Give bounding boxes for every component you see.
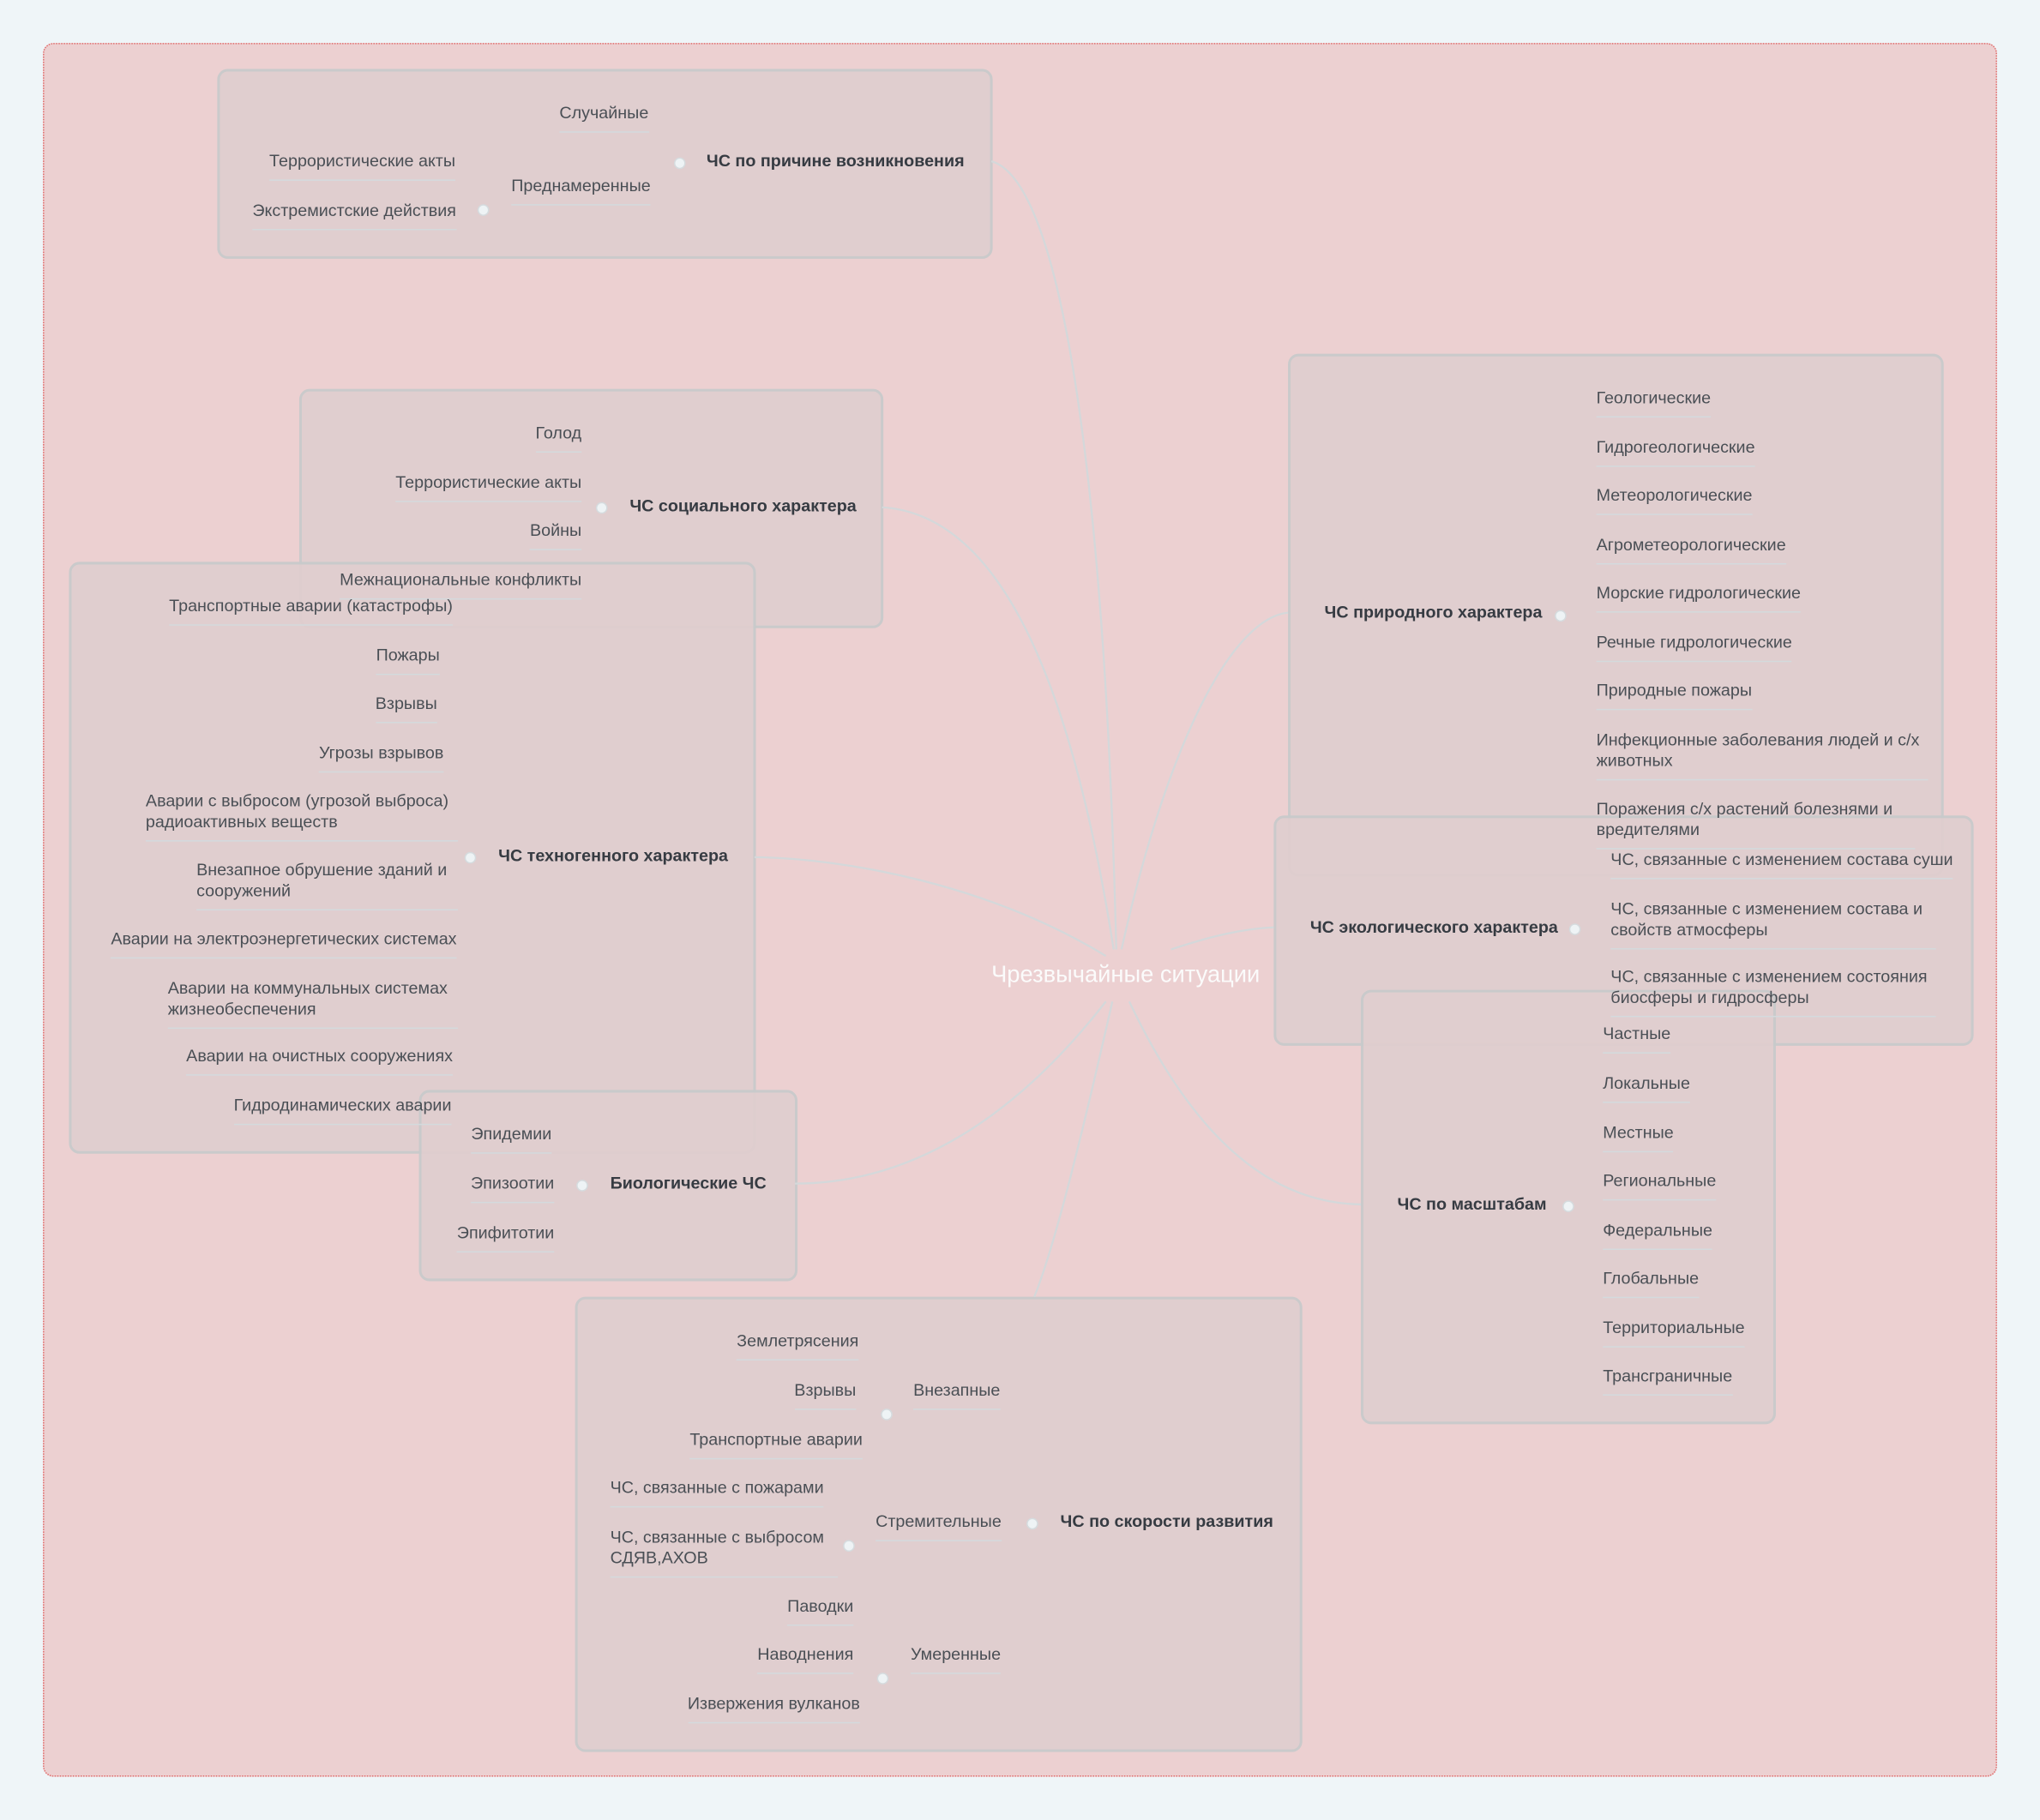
connector-eco (1170, 926, 1274, 951)
node-leaf[interactable]: Взрывы (794, 1380, 857, 1410)
connector-speed (1033, 1000, 1114, 1298)
node-leaf[interactable]: Эпизоотии (471, 1174, 555, 1204)
node-moderate[interactable]: Умеренные (911, 1644, 1002, 1674)
collapse-dot[interactable] (843, 1540, 855, 1553)
collapse-dot[interactable] (1026, 1517, 1038, 1530)
node-speed[interactable]: ЧС по скорости развития (1060, 1511, 1273, 1531)
node-leaf[interactable]: Поражения с/х растений болезнями и вреди… (1596, 799, 1916, 850)
collapse-dot[interactable] (595, 502, 608, 514)
group-techno (69, 562, 756, 1154)
connector-cause (990, 160, 1117, 950)
node-leaf[interactable]: Транспортные аварии (689, 1429, 863, 1460)
node-leaf[interactable]: Глобальные (1603, 1268, 1700, 1299)
group-natural (1288, 353, 1944, 877)
node-leaf[interactable]: Территориальные (1603, 1318, 1745, 1348)
collapse-dot[interactable] (881, 1409, 893, 1421)
node-leaf[interactable]: Региональные (1603, 1170, 1717, 1201)
node-intended[interactable]: Преднамеренные (511, 176, 651, 206)
node-leaf[interactable]: Паводки (787, 1596, 854, 1626)
node-leaf[interactable]: Агрометеорологические (1596, 535, 1786, 565)
node-leaf[interactable]: Аварии на электроэнергетических системах (111, 928, 457, 959)
node-leaf[interactable]: Террористические акты (395, 472, 582, 502)
collapse-dot[interactable] (477, 204, 490, 216)
node-random[interactable]: Случайные (559, 103, 649, 133)
node-leaf[interactable]: Аварии на очистных сооружениях (186, 1046, 453, 1076)
connector-natural (1120, 611, 1289, 950)
node-leaf[interactable]: Морские гидрологические (1596, 583, 1802, 613)
collapse-dot[interactable] (1555, 610, 1567, 622)
node-leaf[interactable]: ЧС, связанные с изменением состава и сво… (1610, 898, 1936, 950)
collapse-dot[interactable] (1562, 1200, 1574, 1213)
node-natural[interactable]: ЧС природного характера (1324, 602, 1543, 622)
collapse-dot[interactable] (876, 1673, 889, 1685)
node-techno[interactable]: ЧС техногенного характера (498, 845, 728, 865)
node-leaf[interactable]: Эпифитотии (456, 1222, 555, 1253)
node-leaf[interactable]: Инфекционные заболевания людей и с/х жив… (1596, 730, 1929, 781)
node-leaf[interactable]: Геологические (1596, 387, 1712, 418)
node-cause[interactable]: ЧС по причине возникновения (706, 150, 965, 171)
node-leaf[interactable]: Местные (1603, 1122, 1674, 1153)
node-sudden[interactable]: Внезапные (913, 1380, 1001, 1410)
node-leaf[interactable]: Эпидемии (471, 1124, 552, 1154)
connector-techno (754, 856, 1107, 958)
node-leaf[interactable]: Пожары (376, 646, 440, 676)
group-speed (575, 1296, 1303, 1752)
node-leaf[interactable]: Гидродинамических аварии (233, 1095, 452, 1126)
node-leaf[interactable]: Голод (535, 423, 582, 453)
node-leaf[interactable]: Угрозы взрывов (318, 742, 444, 773)
collapse-dot[interactable] (464, 851, 477, 864)
node-leaf[interactable]: Наводнения (757, 1644, 854, 1674)
group-bio (418, 1090, 798, 1282)
node-leaf[interactable]: Транспортные аварии (катастрофы) (169, 596, 453, 626)
node-leaf[interactable]: Аварии с выбросом (угрозой выброса) ради… (145, 790, 459, 842)
root-topic[interactable]: Чрезвычайные ситуации (991, 961, 1261, 988)
node-leaf[interactable]: Террористические акты (269, 151, 456, 181)
node-leaf[interactable]: Аварии на коммунальных системах жизнеобе… (167, 978, 459, 1030)
node-leaf[interactable]: Федеральные (1603, 1220, 1712, 1251)
node-leaf[interactable]: Землетрясения (737, 1330, 859, 1360)
node-leaf[interactable]: Частные (1603, 1024, 1671, 1054)
node-rapid[interactable]: Стремительные (876, 1511, 1002, 1541)
node-leaf[interactable]: Извержения вулканов (687, 1693, 860, 1724)
node-leaf[interactable]: Экстремистские действия (252, 201, 456, 231)
connector-bio (795, 1000, 1107, 1185)
node-leaf[interactable]: ЧС, связанные с выбросом СДЯВ,АХОВ (610, 1527, 839, 1578)
node-leaf[interactable]: Речные гидрологические (1596, 632, 1792, 663)
node-leaf[interactable]: Межнациональные конфликты (340, 570, 582, 600)
node-bio[interactable]: Биологические ЧС (610, 1173, 767, 1193)
connector-social (882, 506, 1115, 950)
node-leaf[interactable]: ЧС, связанные с пожарами (610, 1478, 824, 1508)
node-social[interactable]: ЧС социального характера (629, 496, 857, 515)
node-scale[interactable]: ЧС по масштабам (1397, 1193, 1547, 1214)
node-leaf[interactable]: Природные пожары (1596, 680, 1753, 711)
connector-scale (1128, 1000, 1362, 1206)
node-eco[interactable]: ЧС экологического характера (1309, 916, 1558, 937)
node-leaf[interactable]: Гидрогеологические (1596, 437, 1755, 467)
node-leaf[interactable]: Взрывы (375, 694, 437, 724)
node-leaf[interactable]: ЧС, связанные с изменением состава суши (1610, 850, 1953, 880)
collapse-dot[interactable] (1568, 923, 1581, 935)
node-leaf[interactable]: Трансграничные (1603, 1366, 1733, 1396)
collapse-dot[interactable] (673, 157, 686, 170)
collapse-dot[interactable] (576, 1180, 588, 1192)
group-cause (217, 69, 993, 259)
node-leaf[interactable]: Метеорологические (1596, 485, 1753, 515)
node-leaf[interactable]: Внезапное обрушение зданий и сооружений (196, 860, 459, 911)
node-leaf[interactable]: Локальные (1603, 1073, 1690, 1103)
node-leaf[interactable]: ЧС, связанные с изменением состояния био… (1610, 966, 1936, 1018)
node-leaf[interactable]: Войны (529, 520, 582, 550)
